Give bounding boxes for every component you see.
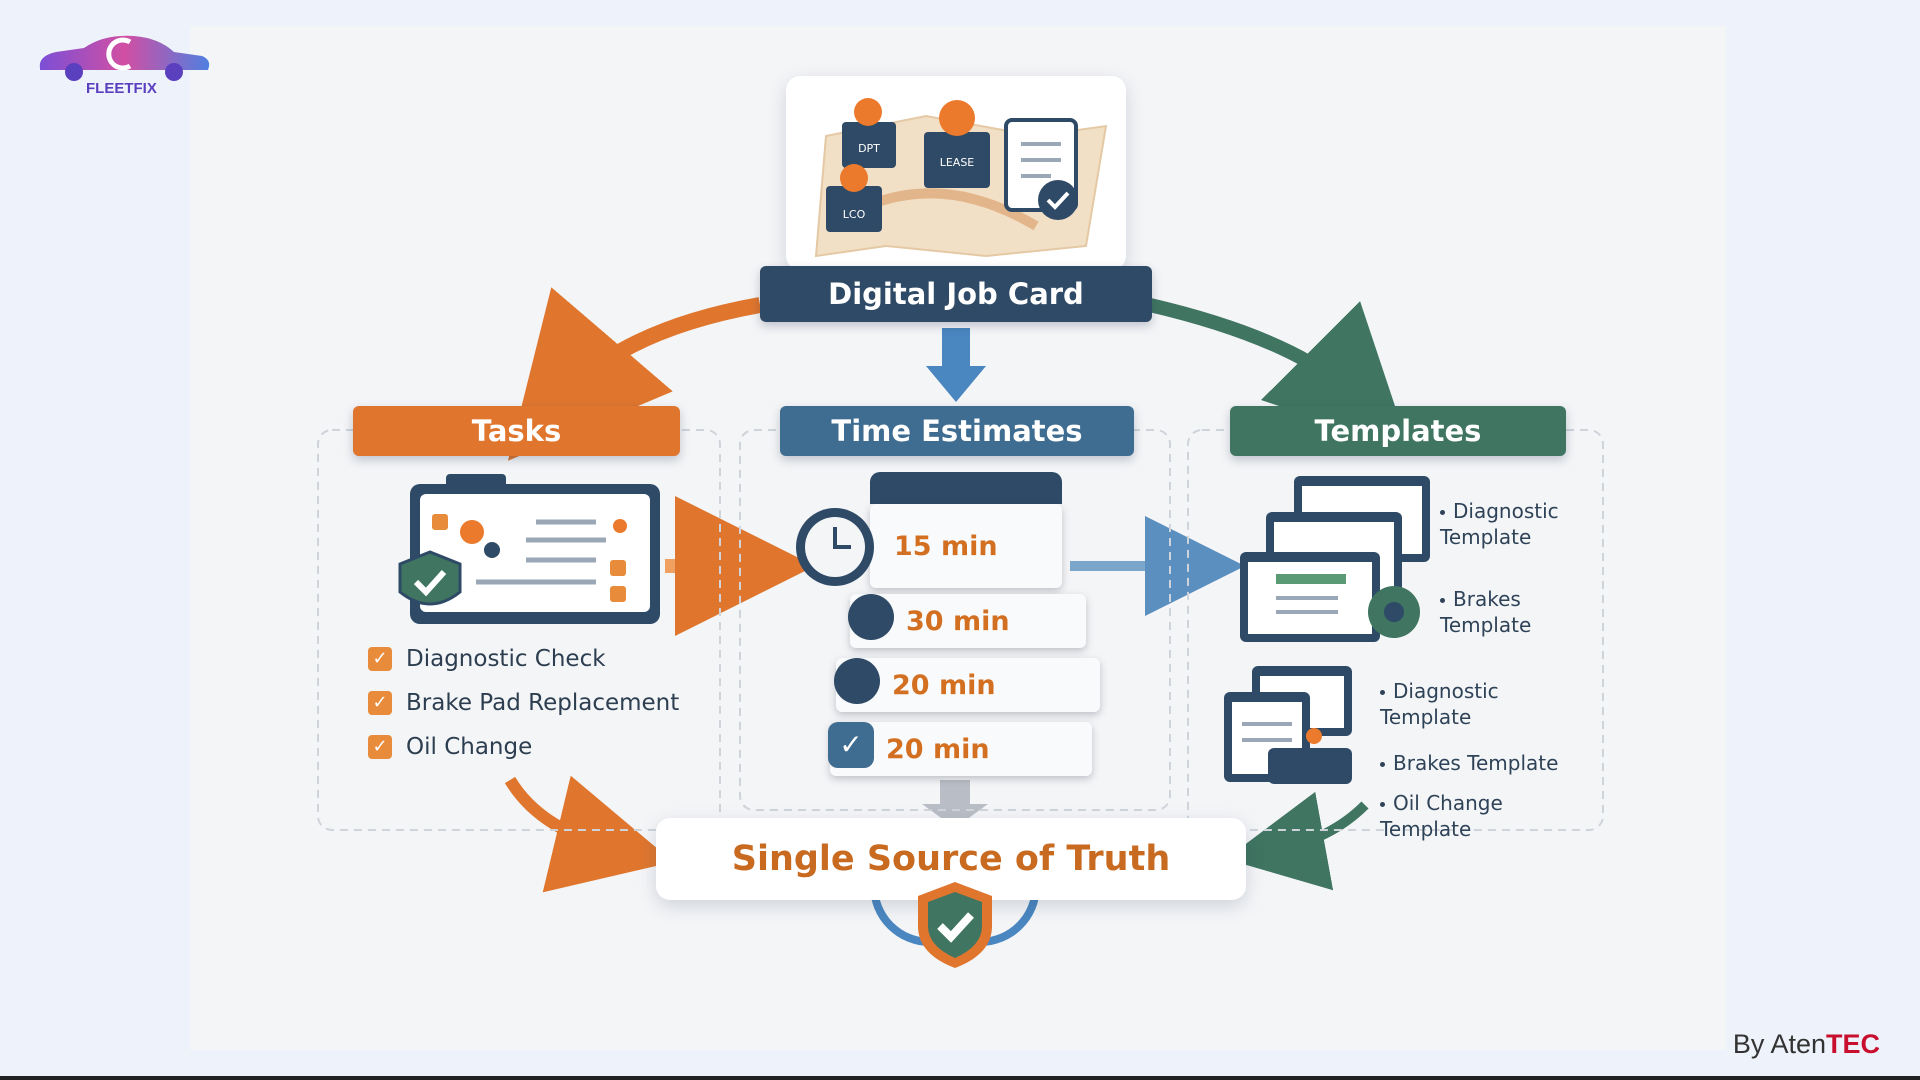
task-item[interactable]: ✓ Diagnostic Check [368,646,679,672]
byline: By AtenTEC [1733,1029,1880,1060]
bullet-icon [1380,802,1385,807]
bottom-edge-bar [0,1076,1920,1080]
template-label: Brakes Template [1380,750,1600,776]
bullet-icon [1380,690,1385,695]
logo-text: FLEETFIX [86,80,157,97]
checkbox-checked-icon[interactable]: ✓ [368,691,392,715]
fleetfix-logo: FLEETFIX [34,30,214,100]
column-frame-templates [1187,429,1604,831]
time-estimate-value: 20 min [892,669,996,701]
arrow-hub-to-templates [1148,298,1410,450]
template-label: Oil Change Template [1380,791,1503,841]
car-logo-icon [39,35,210,81]
time-window-titlebar [870,472,1062,504]
time-estimate-row: 20 min [836,658,1100,712]
template-label: Diagnostic Template [1440,499,1559,549]
template-label: Diagnostic Template [1380,679,1499,729]
stopwatch-icon [848,594,894,640]
templates-illustration-top [1238,474,1434,644]
pin-label-dpt: DPT [858,142,880,155]
time-estimates-header: Time Estimates [780,406,1134,456]
task-board-icon [398,474,660,624]
check-shield-icon: ✓ [828,722,874,768]
time-estimate-value: 20 min [886,733,990,765]
time-estimate-value: 15 min [894,530,998,562]
arrow-hub-to-tasks [507,287,762,461]
byline-prefix: By Aten [1732,1029,1826,1059]
arrow-hub-to-time-head [926,366,986,402]
checkbox-checked-icon[interactable]: ✓ [368,647,392,671]
arrow-templates-to-truth [1225,791,1369,891]
tasks-header: Tasks [353,406,680,456]
hub-title: Digital Job Card [760,266,1152,322]
pin-label-lco: LCO [843,208,866,221]
task-item[interactable]: ✓ Oil Change [368,734,679,760]
tasks-illustration [396,474,668,634]
clock-icon [796,508,874,586]
templates-illustration-bottom [1222,664,1354,788]
hub-illustration: DPT LEASE LCO [786,76,1126,270]
task-label: Brake Pad Replacement [406,690,680,716]
task-label: Oil Change [406,734,533,760]
checkbox-checked-icon[interactable]: ✓ [368,735,392,759]
bullet-icon [1440,598,1445,603]
bullet-icon [1440,510,1445,515]
template-folder-icon [1224,666,1352,784]
map-pins-icon: DPT LEASE LCO [814,98,1108,258]
shield-check-icon [914,880,996,970]
time-estimate-value: 30 min [906,605,1010,637]
arrow-time-to-truth-shaft [940,780,970,806]
template-label: Brakes Template [1440,587,1532,637]
pin-label-lease: LEASE [940,156,975,169]
arrow-hub-to-time-shaft [942,328,970,368]
task-list: ✓ Diagnostic Check ✓ Brake Pad Replacement… [368,646,679,760]
templates-header: Templates [1230,406,1566,456]
timer-icon [834,658,880,704]
arrow-tasks-to-truth [504,775,674,893]
task-item[interactable]: ✓ Brake Pad Replacement [368,690,679,716]
byline-accent: TEC [1826,1029,1880,1059]
bullet-icon [1380,762,1385,767]
task-label: Diagnostic Check [406,646,606,672]
template-stack-icon [1240,476,1430,642]
time-estimate-row: 15 min [870,504,1062,588]
